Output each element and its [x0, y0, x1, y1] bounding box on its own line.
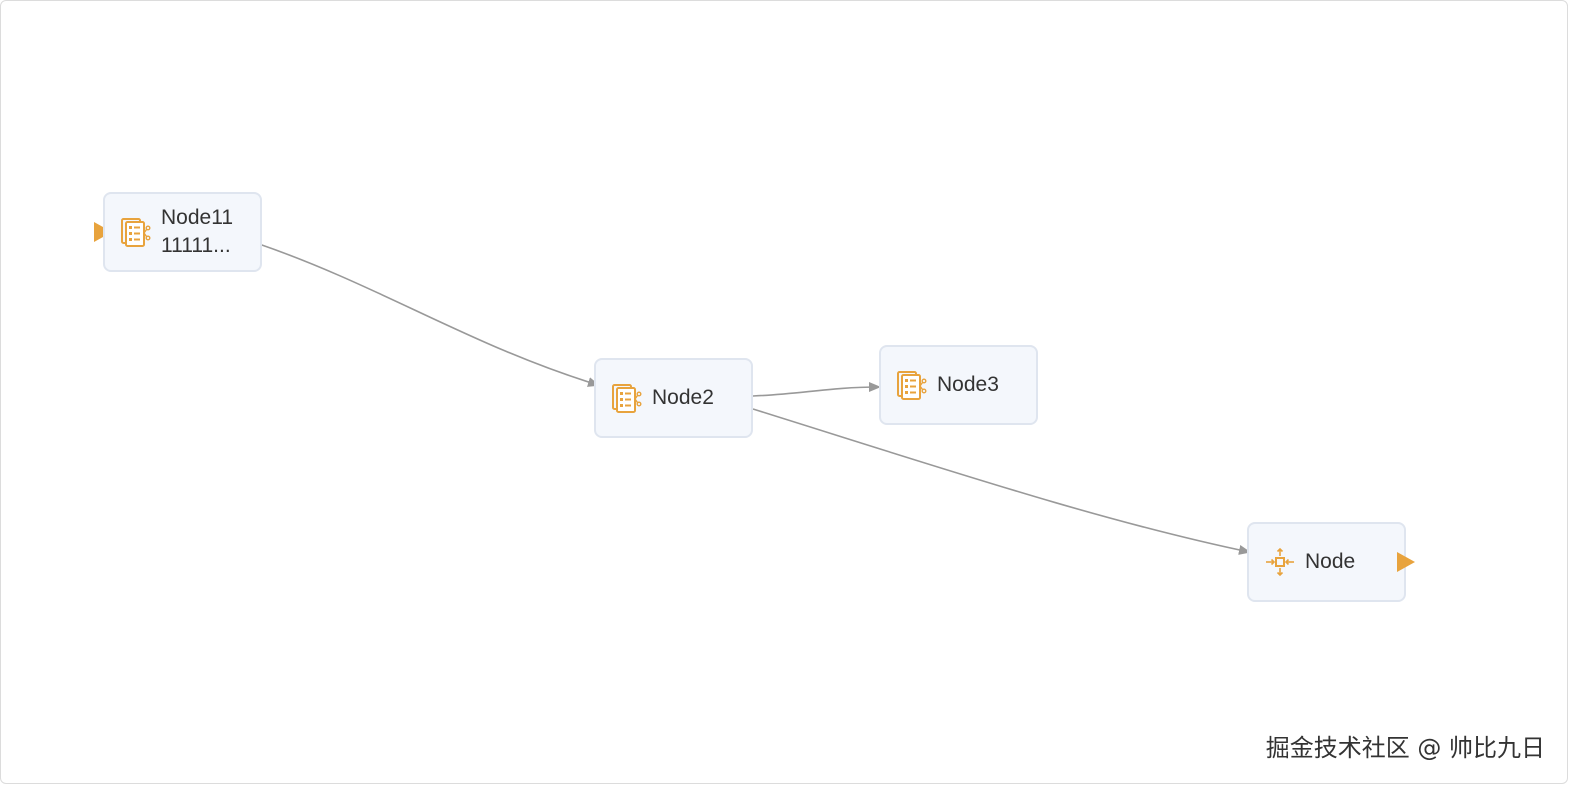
- node-label: Node11 11111...: [161, 206, 234, 257]
- edge-node2-to-node[interactable]: [752, 408, 1251, 555]
- flow-node-node3[interactable]: Node3: [879, 345, 1038, 425]
- flow-node-node2[interactable]: Node2: [594, 358, 753, 438]
- list-task-icon: [610, 381, 644, 415]
- node-label: Node2: [652, 386, 714, 409]
- edge-node2-to-node3[interactable]: [752, 382, 881, 397]
- output-port-icon[interactable]: [1397, 552, 1415, 572]
- edge-node11-to-node2[interactable]: [258, 243, 600, 387]
- list-task-icon: [895, 368, 929, 402]
- node-label: Node3: [937, 373, 999, 396]
- flow-node-node[interactable]: Node: [1247, 522, 1406, 602]
- node-label: Node: [1305, 550, 1356, 573]
- merge-move-icon: [1263, 545, 1297, 579]
- list-task-icon: [119, 215, 153, 249]
- watermark: 掘金技术社区 @ 帅比九日: [1265, 734, 1545, 762]
- flow-node-node11[interactable]: Node11 11111...: [103, 192, 262, 272]
